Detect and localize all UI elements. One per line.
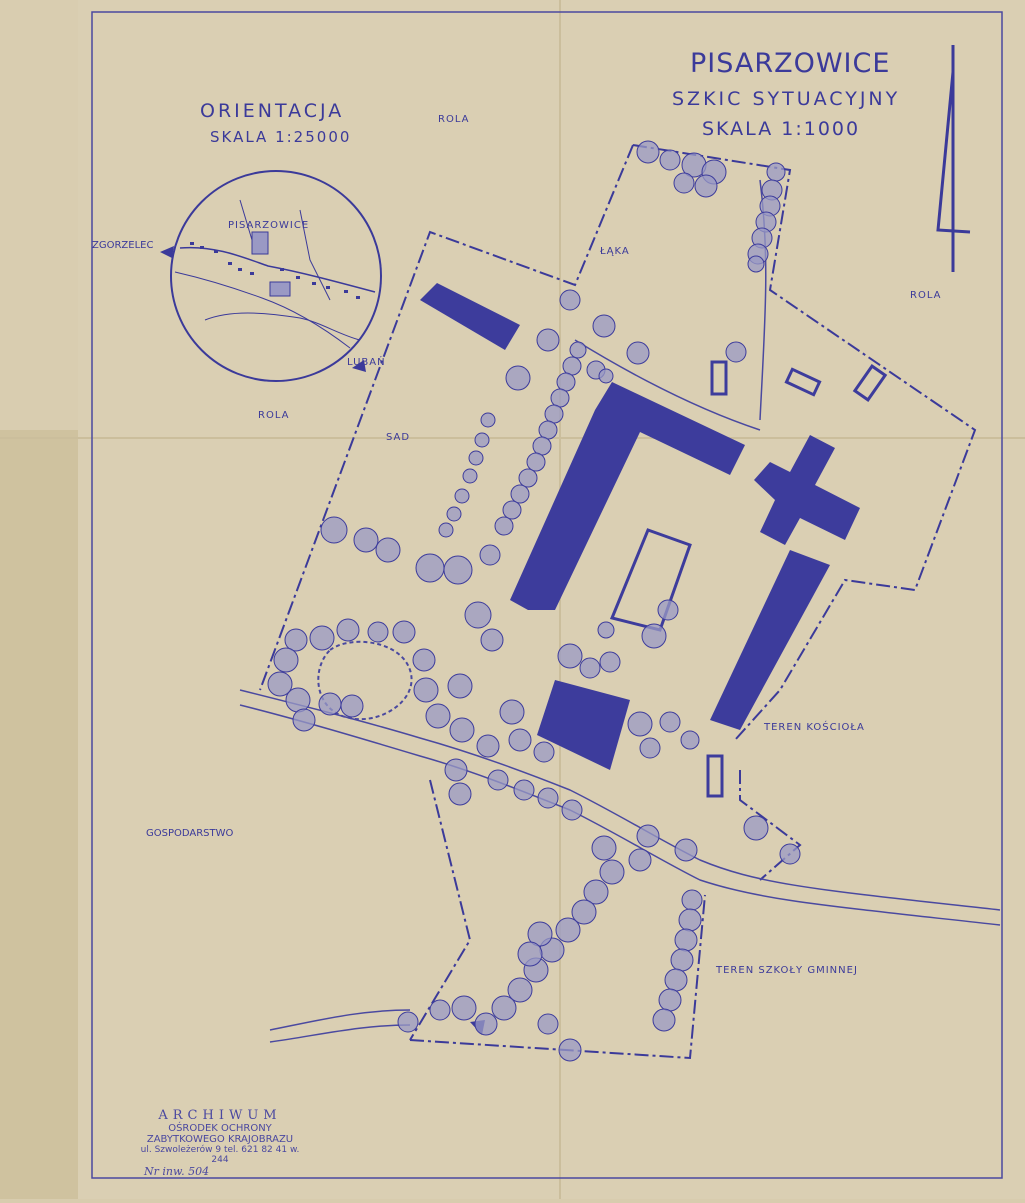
label-teren-szkoly: TEREN SZKOŁY GMINNEJ (716, 965, 858, 976)
label-rola-top: ROLA (438, 114, 470, 125)
property-boundary (259, 144, 977, 1060)
map-scale: SKALA 1:1000 (702, 118, 861, 140)
archive-line-3: ZABYTKOWEGO KRAJOBRAZU (146, 1134, 294, 1145)
label-laka: ŁĄKA (600, 246, 630, 257)
archive-stamp: ARCHIWUM OŚRODEK OCHRONY ZABYTKOWEGO KRA… (140, 1108, 300, 1178)
inset-south-label: LUBAŃ (347, 357, 386, 368)
north-arrow-icon (936, 45, 971, 272)
map-subtitle: SZKIC SYTUACYJNY (672, 88, 901, 110)
orientation-scale: SKALA 1:25000 (210, 128, 352, 146)
label-rola-right: ROLA (910, 290, 942, 301)
trees (267, 140, 801, 1062)
orientation-heading: ORIENTACJA (200, 100, 345, 122)
label-sad: SAD (386, 432, 411, 443)
pond (317, 640, 413, 721)
inset-village-label: PISARZOWICE (228, 220, 310, 231)
archive-line-4: ul. Szwoleżerów 9 tel. 621 82 41 w. 244 (140, 1145, 300, 1165)
archive-line-2: OŚRODEK OCHRONY (168, 1123, 272, 1134)
inset-west-label: ZGORZELEC (92, 240, 154, 251)
inventory-number: Nr inw. 504 (144, 1165, 210, 1178)
archive-line-1: ARCHIWUM (158, 1108, 282, 1123)
orientation-inset (160, 170, 382, 382)
label-gospodarstwo: GOSPODARSTWO (146, 828, 234, 839)
label-rola-left: ROLA (258, 410, 290, 421)
buildings (420, 283, 860, 770)
label-teren-kosciola: TEREN KOŚCIOŁA (764, 722, 865, 733)
map-title: PISARZOWICE (690, 48, 891, 79)
